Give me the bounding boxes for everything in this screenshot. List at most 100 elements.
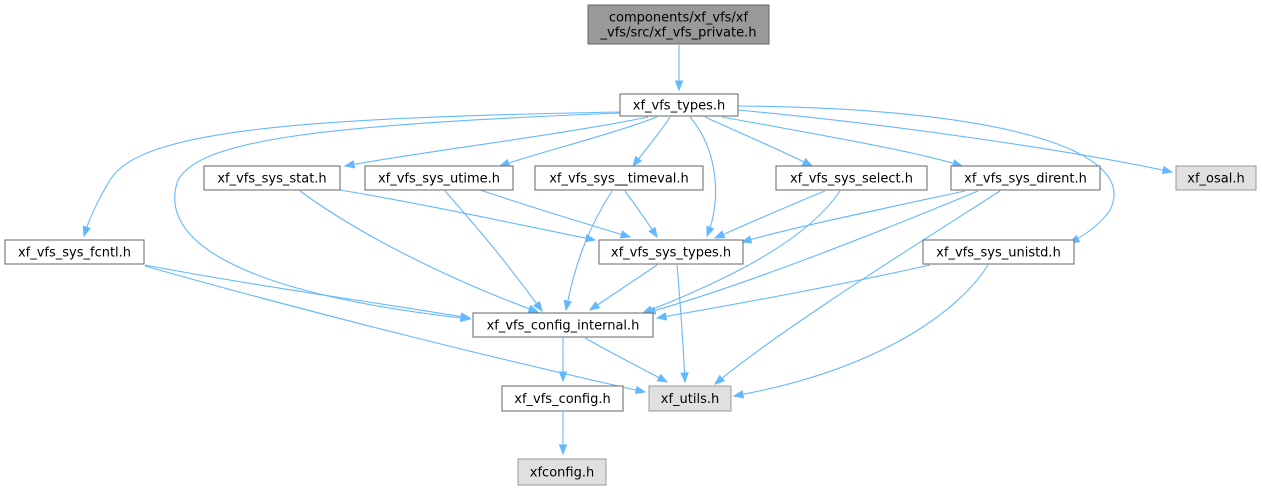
edge-types-to-systypes bbox=[689, 116, 717, 238]
node-label: xf_vfs_sys_stat.h bbox=[217, 172, 326, 187]
edge-arrowhead bbox=[634, 385, 647, 395]
node-utils: xf_utils.h bbox=[648, 385, 732, 412]
edge-arrowhead bbox=[558, 444, 568, 456]
node-unistd[interactable]: xf_vfs_sys_unistd.h bbox=[922, 239, 1075, 265]
edge-arrowhead bbox=[655, 312, 668, 321]
edge-fcntl-to-cfgint bbox=[144, 264, 472, 321]
edge-cfgint-to-config bbox=[558, 338, 568, 383]
edge-fcntl-to-utils bbox=[144, 265, 647, 395]
edge-line bbox=[689, 116, 717, 237]
edge-line bbox=[737, 109, 1173, 173]
edge-arrowhead bbox=[82, 225, 91, 238]
edge-systypes-to-cfgint bbox=[588, 264, 658, 311]
node-timeval[interactable]: xf_vfs_sys__timeval.h bbox=[534, 165, 704, 191]
node-cfgint[interactable]: xf_vfs_config_internal.h bbox=[472, 312, 654, 338]
node-label: components/xf_vfs/xf bbox=[609, 11, 749, 26]
edge-arrowhead bbox=[740, 235, 753, 244]
edge-dirent-to-utils bbox=[713, 190, 1001, 385]
node-label: xf_osal.h bbox=[1187, 172, 1244, 187]
node-osal: xf_osal.h bbox=[1175, 165, 1257, 191]
edge-arrowhead bbox=[680, 372, 689, 384]
node-dirent[interactable]: xf_vfs_sys_dirent.h bbox=[950, 165, 1101, 191]
edge-dirent-to-systypes bbox=[740, 190, 966, 244]
edge-utime-to-cfgint bbox=[444, 190, 543, 313]
edge-arrowhead bbox=[674, 80, 684, 92]
edge-line bbox=[656, 264, 931, 319]
node-label: xfconfig.h bbox=[530, 466, 594, 481]
edge-arrowhead bbox=[558, 371, 568, 383]
node-label: xf_vfs_types.h bbox=[633, 99, 726, 114]
edge-line bbox=[741, 190, 966, 243]
edge-line bbox=[83, 111, 621, 237]
edge-line bbox=[733, 264, 989, 397]
edge-cfgint-to-utils bbox=[584, 337, 669, 383]
node-box bbox=[517, 458, 607, 486]
edge-private-to-types bbox=[674, 45, 684, 92]
edge-types-to-cfgint bbox=[174, 112, 621, 323]
edge-line bbox=[676, 264, 686, 383]
node-config[interactable]: xf_vfs_config.h bbox=[501, 385, 624, 412]
edge-types-to-fcntl bbox=[82, 111, 621, 238]
node-stat[interactable]: xf_vfs_sys_stat.h bbox=[203, 165, 341, 191]
node-utime[interactable]: xf_vfs_sys_utime.h bbox=[364, 165, 514, 191]
node-label: xf_utils.h bbox=[661, 392, 719, 407]
edge-arrowhead bbox=[527, 304, 540, 313]
edge-unistd-to-cfgint bbox=[655, 264, 931, 321]
node-label: xf_vfs_sys_select.h bbox=[790, 172, 913, 187]
edge-arrowhead bbox=[713, 230, 726, 239]
node-box bbox=[1175, 165, 1257, 191]
edge-line bbox=[714, 190, 1001, 385]
edge-line bbox=[645, 190, 979, 314]
node-label: xf_vfs_sys__timeval.h bbox=[549, 172, 689, 187]
node-box bbox=[364, 165, 514, 191]
edge-arrowhead bbox=[656, 373, 669, 383]
edge-line bbox=[714, 190, 826, 239]
edge-types-to-dirent bbox=[721, 116, 964, 168]
edge-arrowhead bbox=[619, 230, 632, 239]
edge-arrowhead bbox=[732, 390, 745, 399]
edge-line bbox=[339, 189, 596, 241]
node-xfconfig: xfconfig.h bbox=[517, 458, 607, 486]
node-box bbox=[472, 312, 654, 338]
node-label: xf_vfs_sys_dirent.h bbox=[964, 172, 1087, 187]
edge-line bbox=[737, 105, 1115, 244]
node-systypes[interactable]: xf_vfs_sys_types.h bbox=[598, 239, 744, 265]
edge-line bbox=[479, 189, 631, 238]
edge-dirent-to-cfgint bbox=[644, 190, 979, 315]
node-fcntl[interactable]: xf_vfs_sys_fcntl.h bbox=[4, 239, 145, 265]
edge-arrowhead bbox=[648, 226, 658, 239]
node-box bbox=[922, 239, 1075, 265]
edge-arrowhead bbox=[563, 299, 572, 312]
file-nodes: components/xf_vfs/xf_vfs/src/xf_vfs_priv… bbox=[4, 4, 1257, 486]
edge-arrowhead bbox=[588, 301, 601, 311]
node-select[interactable]: xf_vfs_sys_select.h bbox=[775, 165, 928, 191]
edge-line bbox=[344, 116, 649, 167]
edge-line bbox=[642, 190, 841, 314]
edge-line bbox=[584, 337, 668, 383]
edge-line bbox=[174, 112, 621, 320]
node-box bbox=[648, 385, 732, 412]
node-types[interactable]: xf_vfs_types.h bbox=[619, 93, 739, 117]
node-label: _vfs/src/xf_vfs_private.h bbox=[600, 26, 757, 41]
edge-unistd-to-utils bbox=[732, 264, 989, 399]
edge-arrowhead bbox=[706, 225, 715, 238]
edge-config-to-xfconfig bbox=[558, 412, 568, 456]
edge-arrowhead bbox=[498, 158, 511, 167]
node-box bbox=[203, 165, 341, 191]
node-box bbox=[598, 239, 744, 265]
edge-line bbox=[565, 190, 613, 311]
edge-timeval-to-cfgint bbox=[563, 190, 613, 312]
edge-arrowhead bbox=[1161, 165, 1174, 175]
node-label: xf_vfs_config.h bbox=[514, 392, 610, 407]
node-box bbox=[587, 4, 770, 45]
edge-line bbox=[144, 264, 471, 319]
edge-line bbox=[589, 264, 658, 311]
edge-line bbox=[299, 190, 539, 313]
node-label: xf_vfs_sys_fcntl.h bbox=[18, 246, 131, 261]
edge-types-to-stat bbox=[343, 116, 649, 169]
edge-types-to-select bbox=[704, 116, 814, 167]
edge-line bbox=[704, 116, 813, 167]
node-private: components/xf_vfs/xf_vfs/src/xf_vfs_priv… bbox=[587, 4, 770, 45]
edge-types-to-utime bbox=[498, 116, 658, 167]
